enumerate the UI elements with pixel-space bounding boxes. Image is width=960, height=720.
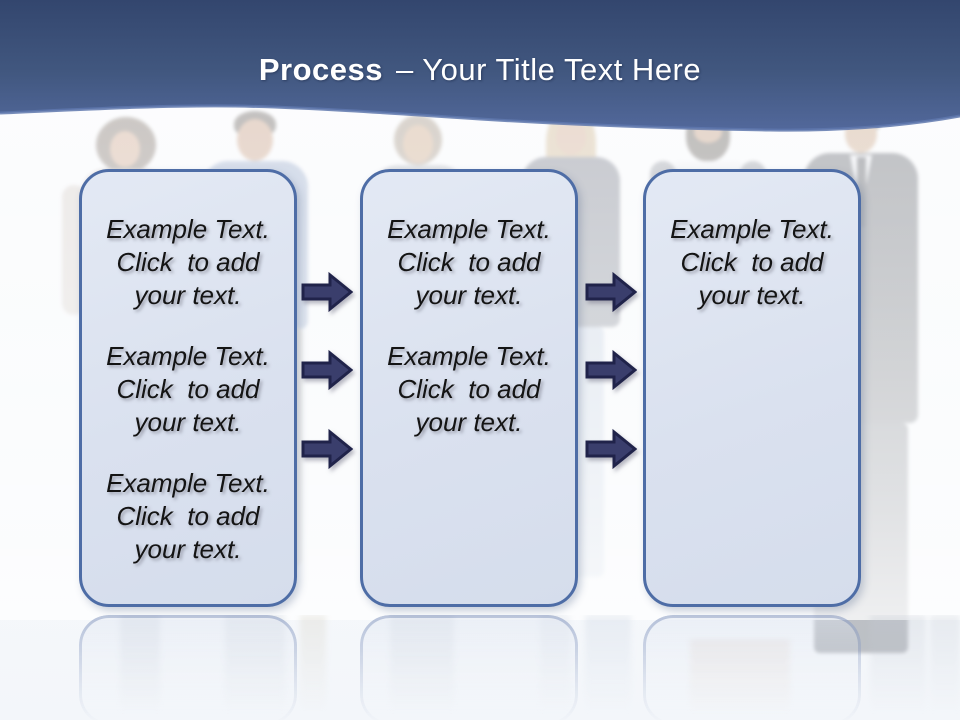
title-keyword: Process (258, 52, 384, 87)
text-placeholder[interactable]: Example Text. Click to add your text. (670, 214, 834, 310)
slide-title[interactable]: Process – Your Title Text Here (0, 52, 960, 88)
right-arrow-icon[interactable] (301, 349, 353, 391)
right-arrow-icon[interactable] (585, 428, 637, 470)
text-placeholder[interactable]: Example Text. Click to add your text. (387, 214, 551, 310)
text-placeholder[interactable]: Example Text. Click to add your text. (106, 214, 270, 310)
process-box-1[interactable]: Example Text. Click to add your text. Ex… (79, 169, 297, 607)
process-box-2[interactable]: Example Text. Click to add your text. Ex… (360, 169, 578, 607)
text-placeholder[interactable]: Example Text. Click to add your text. (106, 341, 270, 437)
right-arrow-icon[interactable] (585, 271, 637, 313)
right-arrow-icon[interactable] (585, 349, 637, 391)
box-reflection-1 (79, 615, 297, 720)
text-placeholder[interactable]: Example Text. Click to add your text. (106, 468, 270, 564)
box-reflection-3 (643, 615, 861, 720)
text-placeholder[interactable]: Example Text. Click to add your text. (387, 341, 551, 437)
process-box-3[interactable]: Example Text. Click to add your text. (643, 169, 861, 607)
box-reflection-2 (360, 615, 578, 720)
right-arrow-icon[interactable] (301, 428, 353, 470)
right-arrow-icon[interactable] (301, 271, 353, 313)
title-text: – Your Title Text Here (396, 52, 702, 87)
